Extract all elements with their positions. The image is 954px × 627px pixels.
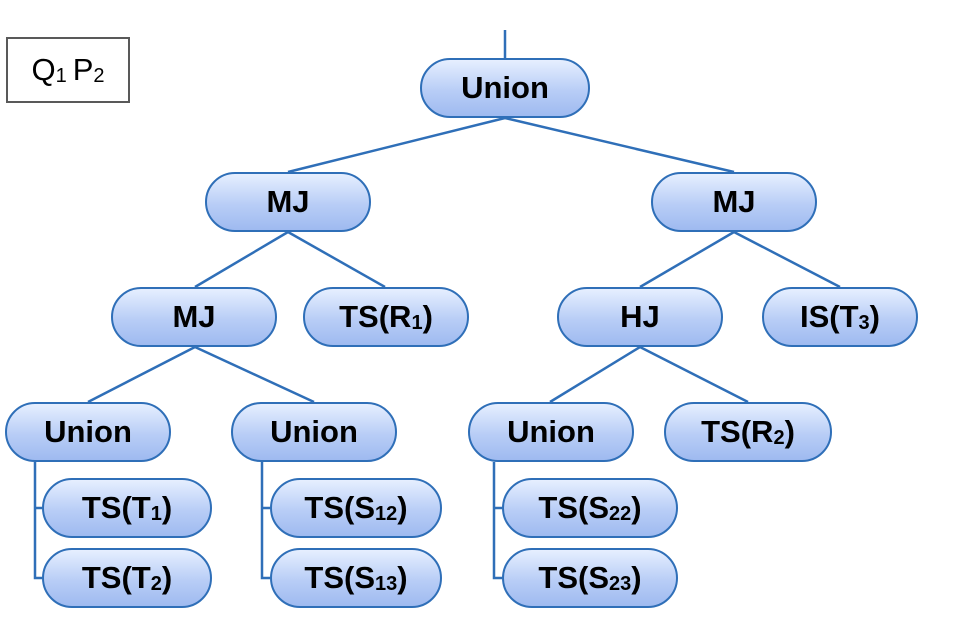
plan-label-p: P bbox=[72, 52, 94, 87]
node-label-close: ) bbox=[784, 414, 795, 449]
edge-mjinner-union-a bbox=[87, 345, 196, 404]
node-union-c: Union bbox=[468, 402, 634, 462]
edge-union-c-children bbox=[492, 462, 502, 580]
node-union-root: Union bbox=[420, 58, 590, 118]
node-label: MJ bbox=[172, 299, 216, 334]
node-label: TS(R bbox=[701, 414, 774, 449]
plan-label-q-sub: 1 bbox=[55, 64, 67, 87]
edge-union-a-children bbox=[33, 462, 42, 580]
node-label: Union bbox=[270, 414, 358, 449]
node-mj-left: MJ bbox=[205, 172, 371, 232]
node-label-sub: 22 bbox=[609, 502, 632, 525]
node-mj-inner: MJ bbox=[111, 287, 277, 347]
edge-mjinner-union-b bbox=[194, 345, 315, 404]
plan-label-p-sub: 2 bbox=[93, 64, 105, 87]
node-hj: HJ bbox=[557, 287, 723, 347]
node-label-sub: 2 bbox=[150, 572, 162, 595]
node-label: MJ bbox=[712, 184, 756, 219]
node-label-close: ) bbox=[161, 560, 173, 595]
node-label: TS(S bbox=[304, 560, 376, 595]
plan-label-q: Q bbox=[31, 52, 56, 87]
node-label: TS(S bbox=[538, 560, 610, 595]
edge-mjleft-mjinner bbox=[194, 230, 289, 289]
node-label: TS(T bbox=[81, 560, 151, 595]
node-label: TS(S bbox=[538, 490, 610, 525]
node-label-sub: 2 bbox=[773, 426, 785, 449]
node-label: Union bbox=[44, 414, 132, 449]
node-label: Union bbox=[461, 70, 549, 105]
node-label-sub: 3 bbox=[858, 311, 870, 334]
node-label-sub: 1 bbox=[411, 311, 423, 334]
node-union-b: Union bbox=[231, 402, 397, 462]
node-label: MJ bbox=[266, 184, 310, 219]
edge-union-mj-right bbox=[504, 116, 735, 174]
edge-mjleft-tsr1 bbox=[287, 230, 386, 289]
node-label-close: ) bbox=[397, 490, 408, 525]
node-label-close: ) bbox=[397, 560, 408, 595]
node-label-sub: 12 bbox=[375, 502, 398, 525]
node-mj-right: MJ bbox=[651, 172, 817, 232]
node-label: TS(T bbox=[81, 490, 151, 525]
edge-union-mj-left bbox=[287, 116, 506, 174]
node-label: HJ bbox=[620, 299, 660, 334]
node-label: TS(R bbox=[339, 299, 412, 334]
edge-mjright-ist3 bbox=[733, 230, 841, 289]
edge-union-b-children bbox=[260, 462, 270, 580]
node-label-sub: 13 bbox=[375, 572, 398, 595]
node-label: Union bbox=[507, 414, 595, 449]
node-label: TS(S bbox=[304, 490, 376, 525]
node-label-sub: 23 bbox=[609, 572, 632, 595]
edge-hj-union-c bbox=[549, 345, 641, 404]
node-label-close: ) bbox=[161, 490, 173, 525]
node-label-close: ) bbox=[631, 490, 642, 525]
node-label: IS(T bbox=[799, 299, 859, 334]
node-label-close: ) bbox=[422, 299, 433, 334]
node-label-close: ) bbox=[869, 299, 880, 334]
edge-mjright-hj bbox=[639, 230, 735, 289]
node-label-sub: 1 bbox=[150, 502, 162, 525]
node-label-close: ) bbox=[631, 560, 642, 595]
edge-hj-tsr2 bbox=[639, 345, 749, 404]
node-union-a: Union bbox=[5, 402, 171, 462]
